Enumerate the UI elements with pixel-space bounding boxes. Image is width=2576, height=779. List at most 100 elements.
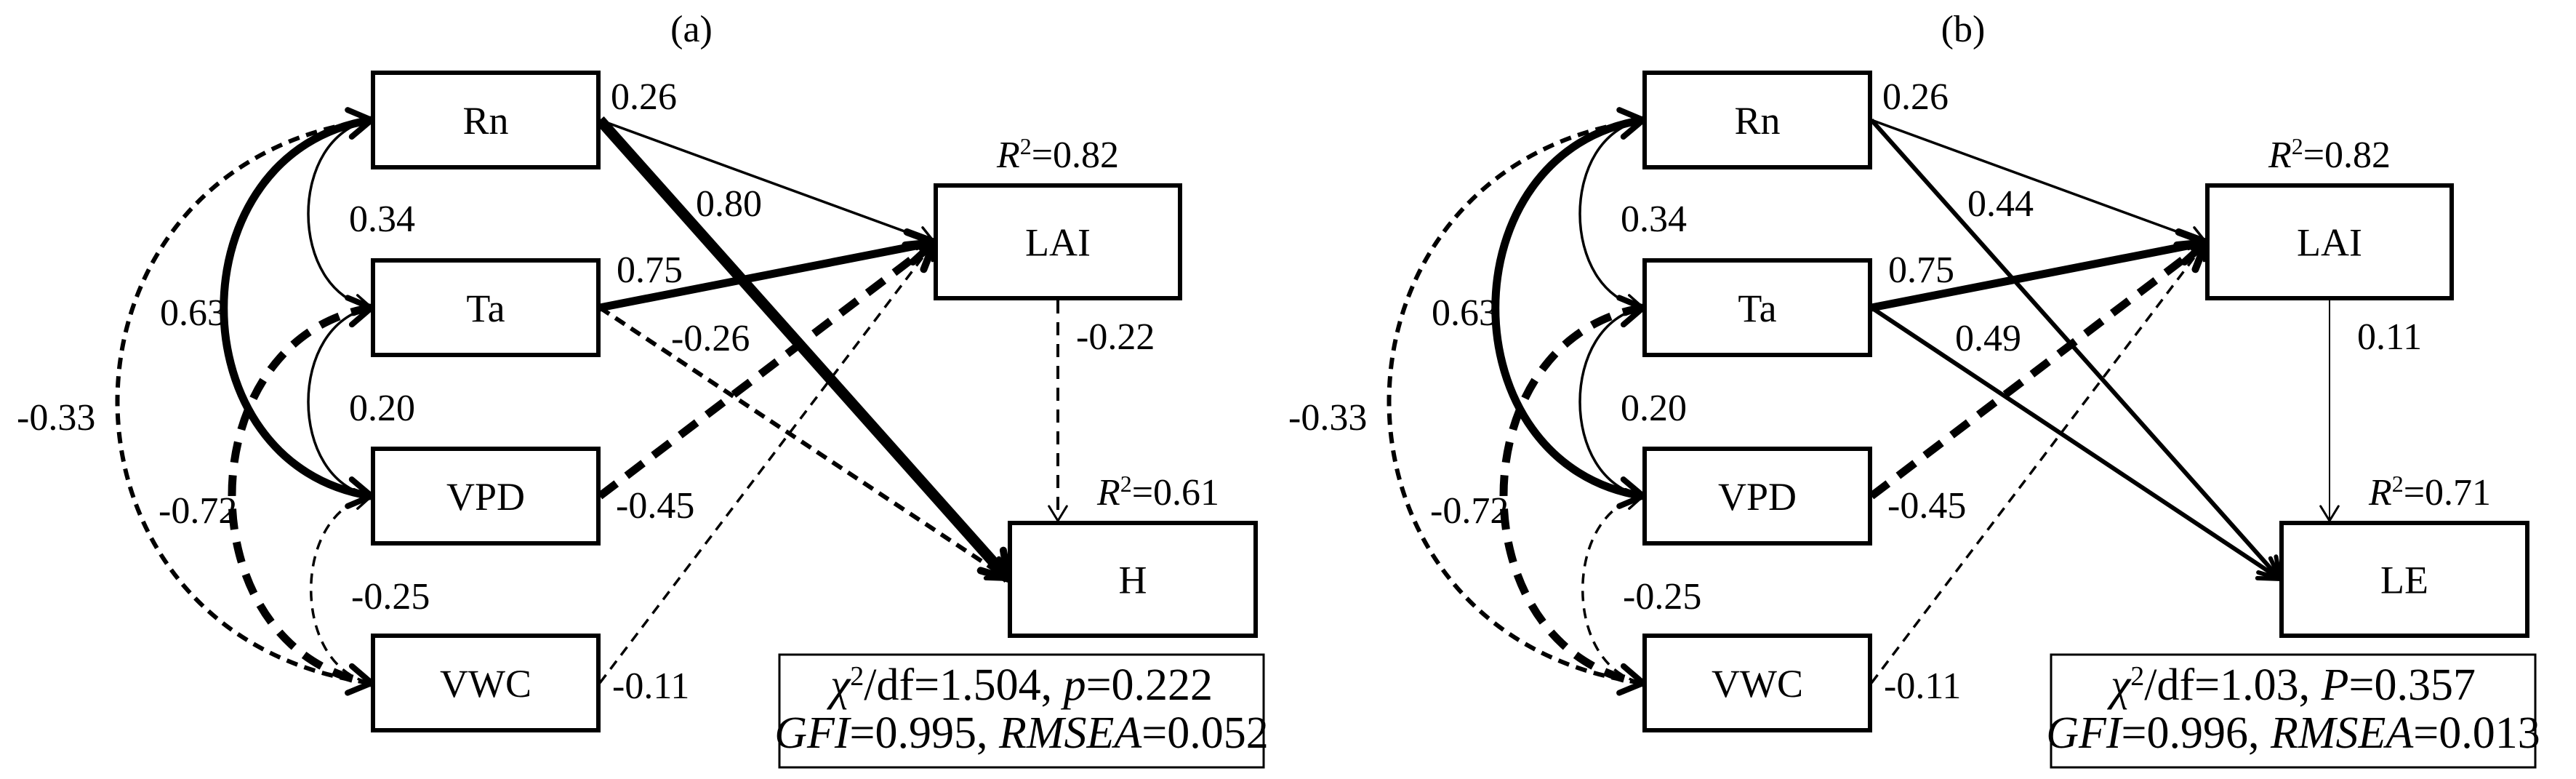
covariance-arc-vpd-vwc [1581,495,1644,684]
node-label: LAI [2297,221,2362,265]
coef-label-rn-vwc: -0.33 [1288,397,1367,439]
node-le: LE R2=0.71 [2279,471,2529,638]
path-ta-h [598,305,1010,581]
coef-label-rn-ta: 0.34 [349,199,415,240]
covariance-arc-ta-vwc [228,303,372,687]
node-vwc: VWC [1642,634,1872,732]
node-label: H [1119,559,1147,602]
r-squared-label: R2=0.71 [2368,471,2491,514]
node-ta: Ta [1642,258,1872,357]
node-label: Ta [466,287,505,330]
fit-line-gfi-rmsea: GFI=0.996, RMSEA=0.013 [2046,708,2540,758]
covariance-arc-rn-vpd [220,116,372,500]
panel-b: (b)0.340.20-0.250.63-0.72-0.330.260.75-0… [1288,9,2540,769]
coef-label-rn-vwc: -0.33 [17,397,95,439]
node-ta: Ta [371,258,601,357]
covariance-arc-rn-ta [1578,119,1644,309]
node-label: Rn [1734,99,1780,143]
node-label: Ta [1738,287,1776,330]
coef-label-ta-lai: 0.75 [1888,249,1954,291]
node-box [934,183,1182,300]
coef-label-rn-h: 0.80 [696,183,762,225]
coef-label-rn-ta: 0.34 [1621,199,1687,240]
fit-box-border [2050,653,2537,769]
path-vpd-lai [1869,239,2209,500]
coef-label-vpd-lai: -0.45 [1887,485,1966,527]
coef-label-vpd-lai: -0.45 [616,485,694,527]
covariance-arcs: 0.340.20-0.250.63-0.72-0.33 [1288,107,1701,696]
covariance-arc-ta-vwc [1499,303,1644,687]
node-box [371,258,601,357]
node-label: VWC [440,662,531,706]
path-vwc-lai [598,241,936,684]
node-label: Rn [462,99,508,143]
coef-label-ta-vpd: 0.20 [349,388,415,429]
path-rn-h [595,116,1013,583]
node-h: H R2=0.61 [1008,471,1258,638]
coef-label-vwc-lai: -0.11 [1884,666,1961,707]
node-box [2205,183,2454,300]
coef-label-ta-vpd: 0.20 [1621,388,1687,429]
fit-line-chi-square: χ2/df=1.03, P=0.357 [2107,660,2476,710]
fit-line-gfi-rmsea: GFI=0.995, RMSEA=0.052 [774,708,1269,758]
r-squared-label: R2=0.82 [2268,133,2391,176]
coef-label-lai-le: 0.11 [2357,316,2422,358]
r-squared-label: R2=0.61 [1096,471,1219,514]
node-box [1642,634,1872,732]
covariance-arc-ta-vpd [307,306,372,498]
panel-a: (a)0.340.20-0.250.63-0.72-0.330.260.75-0… [17,9,1269,769]
node-label: VWC [1712,662,1803,706]
node-rn: Rn [371,71,601,169]
node-box [1008,521,1258,638]
node-box [1642,71,1872,169]
directed-paths: 0.26 0.75 -0.45 -0.11 0.80 -0.26 -0.22 [595,76,1155,707]
covariance-arcs: 0.340.20-0.250.63-0.72-0.33 [17,107,430,696]
coef-label-ta-le: 0.49 [1955,318,2021,359]
node-box [371,447,601,546]
r-squared-label: R2=0.82 [996,133,1119,176]
node-box [371,634,601,732]
fit-line-chi-square: χ2/df=1.504, p=0.222 [827,660,1213,710]
coef-label-ta-h: -0.26 [671,318,750,359]
node-label: LE [2380,559,2428,602]
path-vwc-lai [1870,241,2207,684]
node-vpd: VPD [371,447,601,546]
node-box [2279,521,2529,638]
covariance-arc-ta-vpd [1578,306,1644,498]
node-rn: Rn [1642,71,1872,169]
fit-box-border [778,653,1265,769]
coef-label-vpd-vwc: -0.25 [1623,576,1701,618]
node-label: VPD [1718,475,1797,519]
node-box [371,71,601,169]
coef-label-rn-lai: 0.26 [611,76,677,118]
node-label: LAI [1025,221,1091,265]
covariance-arc-vpd-vwc [310,495,372,684]
covariance-arc-rn-vwc [1387,118,1644,685]
path-ta-lai [598,238,936,312]
node-box [1642,447,1872,546]
node-vwc: VWC [371,634,601,732]
node-lai: LAI R2=0.82 [934,133,1182,300]
node-box [1642,258,1872,357]
node-vpd: VPD [1642,447,1872,546]
covariance-arc-rn-ta [307,119,372,309]
node-label: VPD [446,475,525,519]
path-rn-lai [599,119,935,244]
coef-label-rn-le: 0.44 [1967,183,2034,225]
path-ta-le [1870,305,2282,581]
coef-label-vwc-lai: -0.11 [612,666,689,707]
coef-label-rn-lai: 0.26 [1882,76,1949,118]
coef-label-lai-h: -0.22 [1076,316,1155,358]
directed-paths: 0.26 0.75 -0.45 -0.11 0.44 0.49 0.11 [1869,76,2422,707]
coef-label-ta-lai: 0.75 [617,249,683,291]
covariance-arc-rn-vpd [1491,116,1644,500]
path-rn-lai [1871,119,2207,244]
panel-title: (b) [1941,9,1986,50]
path-vpd-lai [597,239,937,500]
coef-label-rn-vpd: 0.63 [160,292,226,334]
panel-title: (a) [670,9,713,50]
